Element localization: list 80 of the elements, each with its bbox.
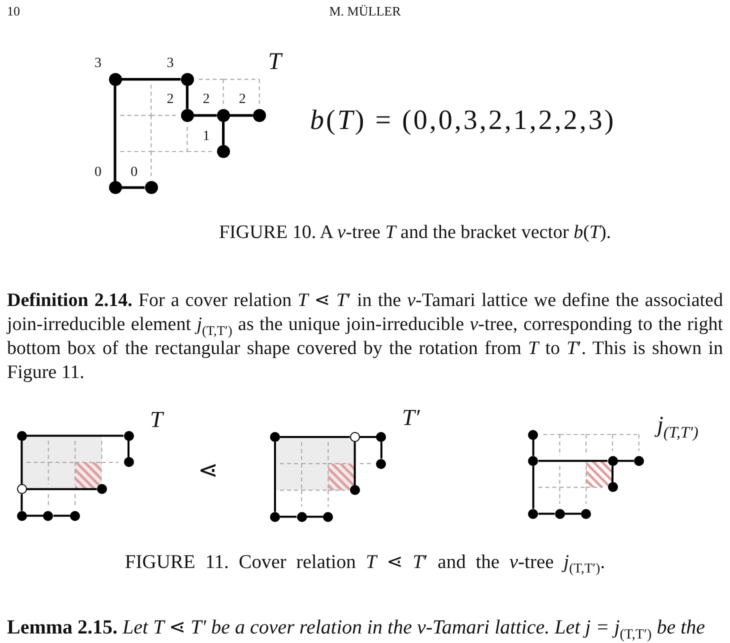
tree-edge: [122, 78, 181, 81]
vertex-dot: [296, 512, 307, 522]
vertex-dot: [180, 108, 194, 122]
tree-edge: [274, 442, 276, 512]
tree-edge: [306, 516, 324, 518]
cover-relation-symbol: ⋖: [198, 458, 218, 486]
vertex-dot: [270, 432, 280, 442]
definition-paragraph: Definition 2.14. For a cover relation T ⋖ T′ in the ν-Tamari lattice we define the associated join-irreducible element j$_{(T,T′)}$ as the unique join-irreducible ν-tree, corresponding to the right bottom box of the rectangular shape covered by the rotation from T to T′. This is shown in Figure 11.: [7, 289, 723, 385]
vertex-dot: [96, 484, 107, 494]
tree-edge: [280, 436, 350, 438]
tree-edge: [532, 440, 534, 456]
vertex-dot: [43, 510, 54, 521]
bracket-value: 2: [202, 93, 210, 108]
tree-edge: [538, 460, 608, 462]
vertex-dot: [554, 508, 565, 519]
tree-label: j$_{(T,T′)}$: [657, 412, 698, 438]
vertex-dot: [144, 181, 158, 194]
page-number: 10: [7, 4, 20, 20]
tree-label: T: [268, 49, 282, 77]
vertex-dot: [376, 458, 386, 469]
tree-edge: [618, 460, 634, 462]
tree-edge: [612, 466, 614, 482]
vertex-dot: [323, 512, 334, 522]
bracket-value: 0: [94, 166, 102, 180]
tree-edge: [564, 512, 582, 515]
open-vertex-dot: [350, 432, 360, 442]
vertex-dot: [581, 508, 592, 519]
tree-edge: [114, 86, 116, 182]
vertex-dot: [376, 432, 386, 442]
vertex-dot: [216, 108, 230, 122]
vertex-dot: [252, 108, 266, 122]
tree-edge: [128, 440, 130, 458]
tree-edge: [53, 514, 70, 517]
tree-edge: [26, 514, 44, 517]
tree-edge: [20, 494, 23, 511]
tree-edge: [538, 512, 555, 515]
tree-edge: [354, 442, 356, 486]
tree-edge: [380, 442, 382, 459]
open-vertex-dot: [16, 484, 27, 494]
formula: b(T) = (0,0,3,2,1,2,2,3): [310, 104, 616, 138]
vertex-dot: [108, 72, 122, 86]
tree-label: T: [150, 406, 163, 434]
running-header: M. MÜLLER: [329, 4, 401, 20]
vertex-dot: [528, 456, 538, 466]
vertex-dot: [108, 181, 122, 194]
vertex-dot: [124, 430, 134, 441]
vertex-dot: [528, 430, 538, 440]
tree-edge: [194, 114, 217, 117]
tree-edge: [222, 122, 225, 145]
vertex-dot: [16, 510, 27, 521]
bracket-value: 0: [130, 166, 138, 180]
vertex-dot: [350, 485, 360, 496]
tree-edge: [230, 114, 253, 117]
tree-edge: [26, 488, 97, 490]
lemma-paragraph: Lemma 2.15. Let T ⋖ T′ be a cover relation in the ν-Tamari lattice. Let j = j$_{(T,T′)}$ be the: [7, 616, 706, 640]
tree-edge: [360, 436, 376, 438]
vertex-dot: [70, 510, 80, 521]
figure-caption: FIGURE 11. Cover relation T ⋖ T′ and the ν-tree j$_{(T,T′)}$.: [124, 552, 606, 574]
tree-edge: [280, 516, 297, 518]
vertex-dot: [270, 512, 280, 522]
bracket-value: 3: [166, 57, 174, 72]
tree-edge: [122, 186, 145, 189]
bracket-value: 2: [238, 93, 246, 108]
vertex-dot: [528, 508, 538, 519]
bracket-value: 3: [94, 57, 102, 72]
tree-edge: [186, 86, 188, 109]
tree-edge: [26, 434, 124, 437]
figure-caption: FIGURE 10. A ν-tree T and the bracket vector b(T).: [218, 222, 612, 244]
vertex-dot: [16, 430, 27, 441]
vertex-dot: [124, 457, 134, 468]
tree-edge: [532, 466, 534, 509]
vertex-dot: [216, 145, 230, 158]
vertex-dot: [608, 482, 618, 492]
vertex-dot: [608, 456, 618, 466]
bracket-value: 1: [202, 130, 210, 144]
tree-edge: [20, 440, 23, 484]
tree-label: T′: [402, 404, 420, 432]
vertex-dot: [634, 456, 644, 466]
vertex-dot: [180, 72, 194, 86]
bracket-value: 2: [166, 93, 174, 108]
